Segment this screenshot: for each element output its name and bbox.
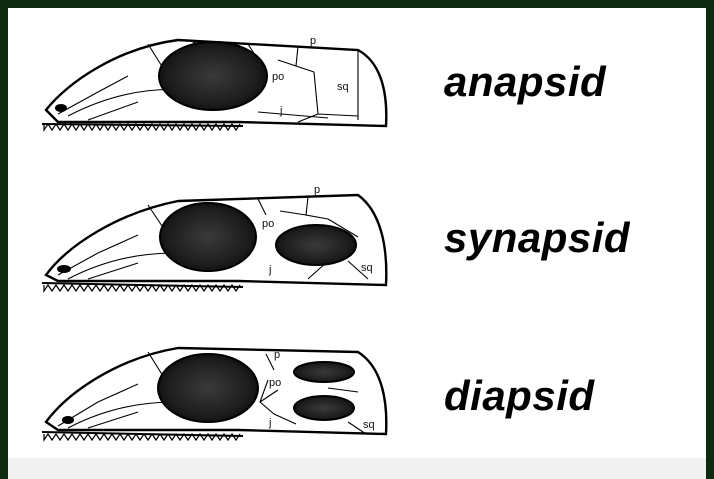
synapsid-skull-drawing: p po sq j — [28, 175, 398, 305]
anapsid-label-p: p — [310, 35, 316, 47]
diapsid-label-j: j — [268, 417, 271, 429]
anapsid-label: anapsid — [444, 58, 606, 106]
diapsid-label-sq: sq — [363, 419, 375, 431]
bottom-strip — [8, 458, 706, 479]
diapsid-label-po: po — [269, 377, 281, 389]
diapsid-label: diapsid — [444, 372, 595, 420]
synapsid-label-po: po — [262, 218, 274, 230]
synapsid-label-p: p — [314, 184, 320, 196]
synapsid-skull: p po sq j — [28, 175, 398, 305]
anapsid-label-j: j — [279, 105, 282, 117]
synapsid-label-sq: sq — [361, 262, 373, 274]
anapsid-skull: p po sq j — [28, 20, 398, 150]
anapsid-skull-drawing: p po sq j — [28, 20, 398, 150]
anapsid-label-sq: sq — [337, 81, 349, 93]
diapsid-skull: p po sq j — [28, 330, 398, 460]
anapsid-label-po: po — [272, 71, 284, 83]
diapsid-label-p: p — [274, 349, 280, 361]
synapsid-label: synapsid — [444, 214, 630, 262]
synapsid-label-j: j — [268, 264, 271, 276]
diapsid-skull-drawing: p po sq j — [28, 330, 398, 460]
